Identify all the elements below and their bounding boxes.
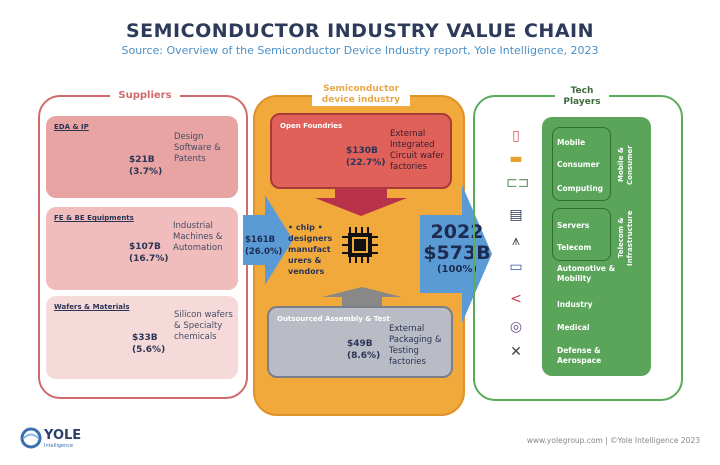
- satellite-icon: ✕: [510, 344, 522, 360]
- yole-logo-icon: [20, 427, 42, 449]
- tech-segments-panel: [542, 117, 651, 376]
- card-value: $21B (3.7%): [129, 154, 162, 178]
- segment-servers: Servers: [557, 221, 590, 230]
- card-value: $33B (5.6%): [132, 332, 165, 356]
- segment-computing: Computing: [557, 184, 604, 193]
- card-title: Outsourced Assembly & Test: [277, 315, 390, 323]
- yole-logo-sub: Intelligence: [44, 443, 74, 449]
- supplier-flow-arrow: [243, 195, 293, 285]
- tech-players-title: Tech Players: [555, 86, 609, 108]
- robot-arm-icon: <: [510, 291, 522, 307]
- page-title: SEMICONDUCTOR INDUSTRY VALUE CHAIN: [125, 20, 594, 42]
- mobile-consumer-box: [552, 127, 611, 201]
- value: $33B: [132, 333, 158, 343]
- share: (26.0%): [245, 247, 283, 257]
- share: (22.7%): [346, 158, 386, 168]
- supplier-flow-value: $161B (26.0%): [245, 234, 282, 258]
- share: (3.7%): [129, 167, 163, 177]
- share: (16.7%): [129, 254, 169, 264]
- laptop-icon: ⊏⊐: [506, 175, 530, 191]
- total-share: (100%): [436, 264, 478, 275]
- headset-icon: ▬: [509, 151, 523, 167]
- smartphone-icon: ▯: [512, 128, 520, 144]
- stethoscope-icon: ◎: [509, 319, 523, 335]
- chip-makers-label: • chip • designers manufact urers & vend…: [288, 223, 333, 276]
- value: $49B: [347, 339, 373, 349]
- segment-telecom: Telecom: [557, 243, 592, 252]
- value: $21B: [129, 155, 155, 165]
- antenna-icon: ⩚: [512, 233, 520, 249]
- value: $107B: [129, 242, 161, 252]
- segment-industry: Industry: [557, 300, 593, 309]
- segment-consumer: Consumer: [557, 160, 600, 169]
- open-foundries-card: Open Foundries $130B (22.7%) External Int…: [270, 113, 452, 189]
- yole-logo-text: YOLE: [44, 428, 82, 443]
- supplier-card-equipment: FE & BE Equipments $107B (16.7%) Industri…: [46, 207, 238, 290]
- car-icon: ▭: [509, 259, 523, 275]
- page-subtitle: Source: Overview of the Semiconductor De…: [121, 44, 599, 57]
- up-arrow: [322, 287, 402, 307]
- card-value: $49B (8.6%): [347, 338, 380, 362]
- card-title: FE & BE Equipments: [54, 214, 134, 222]
- card-desc: Silicon wafers & Specialty chemicals: [174, 310, 233, 342]
- supplier-card-eda: EDA & IP $21B (3.7%) Design Software & Pa…: [46, 116, 238, 198]
- segment-defense: Defense & Aerospace: [557, 346, 602, 365]
- share: (5.6%): [132, 345, 166, 355]
- value: $130B: [346, 146, 378, 156]
- card-desc: Design Software & Patents: [174, 132, 221, 164]
- card-desc: Industrial Machines & Automation: [173, 221, 223, 253]
- value: $161B: [245, 235, 276, 245]
- card-title: Open Foundries: [280, 122, 343, 130]
- card-title: EDA & IP: [54, 123, 89, 131]
- supplier-card-wafers: Wafers & Materials $33B (5.6%) Silicon wa…: [46, 296, 238, 379]
- segment-medical: Medical: [557, 323, 590, 332]
- card-value: $107B (16.7%): [129, 241, 168, 265]
- card-title: Wafers & Materials: [54, 303, 130, 311]
- card-value: $130B (22.7%): [346, 145, 385, 169]
- device-industry-title: Semiconductor device industry: [312, 84, 410, 106]
- group-label-mobile-consumer: Mobile & Consumer: [617, 145, 634, 185]
- segment-automotive: Automotive & Mobility: [557, 264, 616, 283]
- chip-icon: [342, 227, 378, 263]
- telecom-infra-box: [552, 208, 611, 261]
- segment-mobile: Mobile: [557, 138, 586, 147]
- suppliers-title: Suppliers: [110, 90, 180, 101]
- card-desc: External Integrated Circuit wafer factor…: [390, 129, 444, 172]
- server-icon: ▤: [509, 207, 523, 223]
- card-desc: External Packaging & Testing factories: [389, 324, 442, 367]
- share: (8.6%): [347, 351, 381, 361]
- down-arrow: [315, 188, 407, 216]
- total-year: 2022: [430, 221, 484, 243]
- group-label-telecom-infra: Telecom & Infrastructure: [617, 210, 634, 266]
- osat-card: Outsourced Assembly & Test $49B (8.6%) Ex…: [267, 306, 453, 378]
- footer-credit: www.yolegroup.com | ©Yole Intelligence 2…: [526, 436, 700, 445]
